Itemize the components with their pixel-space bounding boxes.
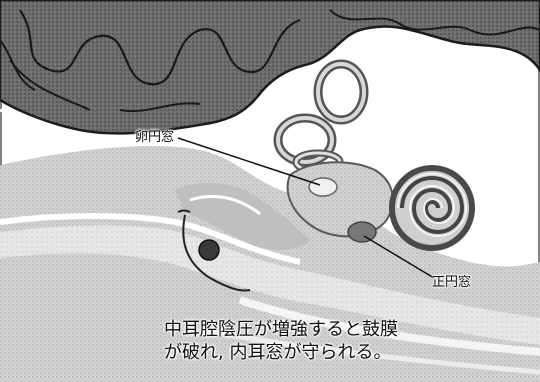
cochlea: [392, 168, 472, 248]
oval-window-mark: [309, 178, 337, 196]
tympanic-dot: [199, 240, 219, 260]
caption: 中耳腔陰圧が増強すると鼓膜 が破れ, 内耳窓が守られる。: [164, 318, 398, 364]
oval-window-label: 卵円窓: [135, 126, 174, 145]
round-window-mark: [348, 222, 376, 242]
caption-line-1: 中耳腔陰圧が増強すると鼓膜: [164, 318, 398, 341]
caption-line-2: が破れ, 内耳窓が守られる。: [164, 341, 398, 364]
round-window-label: 正円窓: [432, 271, 471, 290]
